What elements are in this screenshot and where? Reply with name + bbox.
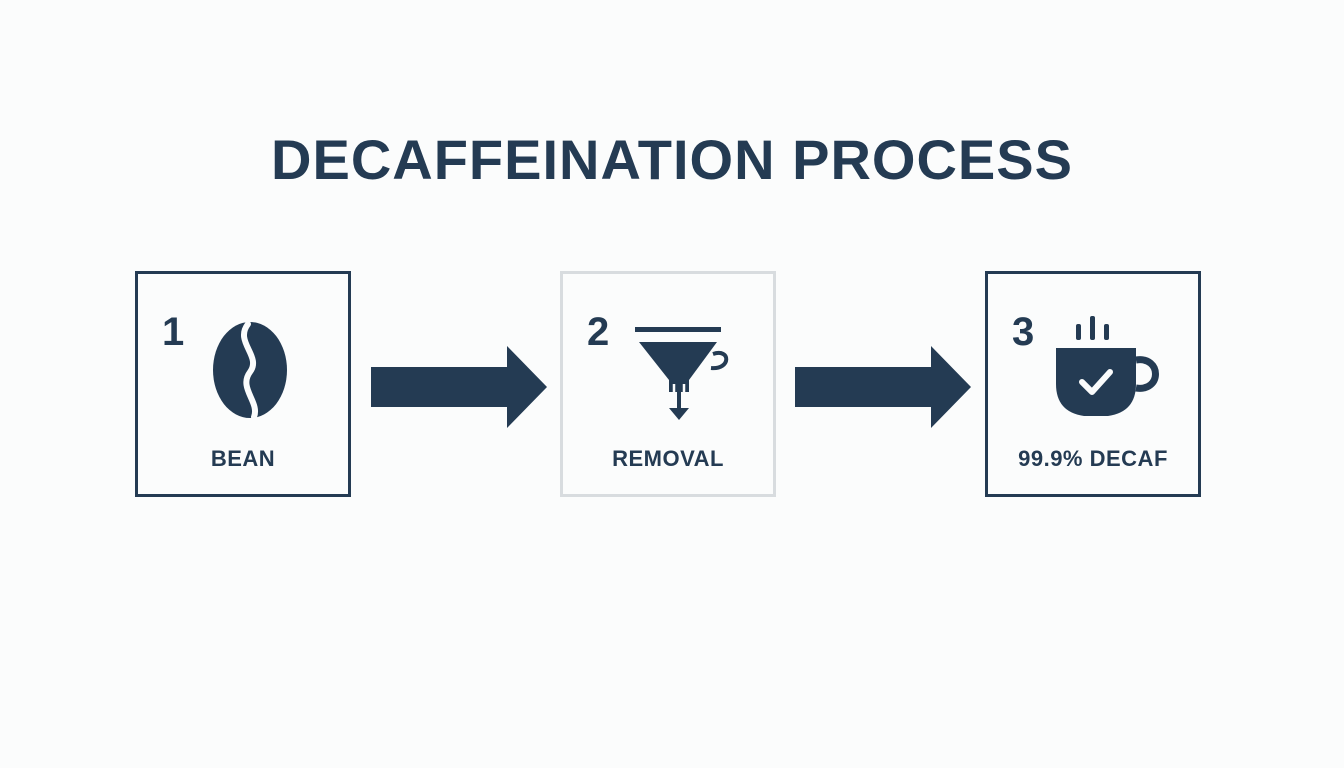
step-2-label: REMOVAL <box>612 446 724 471</box>
step-3-box: 3 99.9% DECAF <box>985 271 1201 497</box>
coffee-cup-check-icon <box>1056 316 1159 416</box>
step-1-label: BEAN <box>210 446 276 471</box>
step-3-label: 99.9% DECAF <box>1018 446 1168 471</box>
step-2-number: 2 <box>587 310 610 354</box>
arrow-right-icon <box>371 346 547 428</box>
step-1-box: 1 BEAN <box>135 271 351 497</box>
coffee-bean-icon <box>213 321 287 420</box>
filter-funnel-icon <box>635 327 729 420</box>
page-title: DECAFFEINATION PROCESS <box>271 128 1073 191</box>
step-3-number: 3 <box>1012 310 1035 354</box>
arrow-right-icon <box>795 346 971 428</box>
step-1-number: 1 <box>162 310 185 354</box>
step-2-box: 2 REMOVAL <box>560 271 776 497</box>
